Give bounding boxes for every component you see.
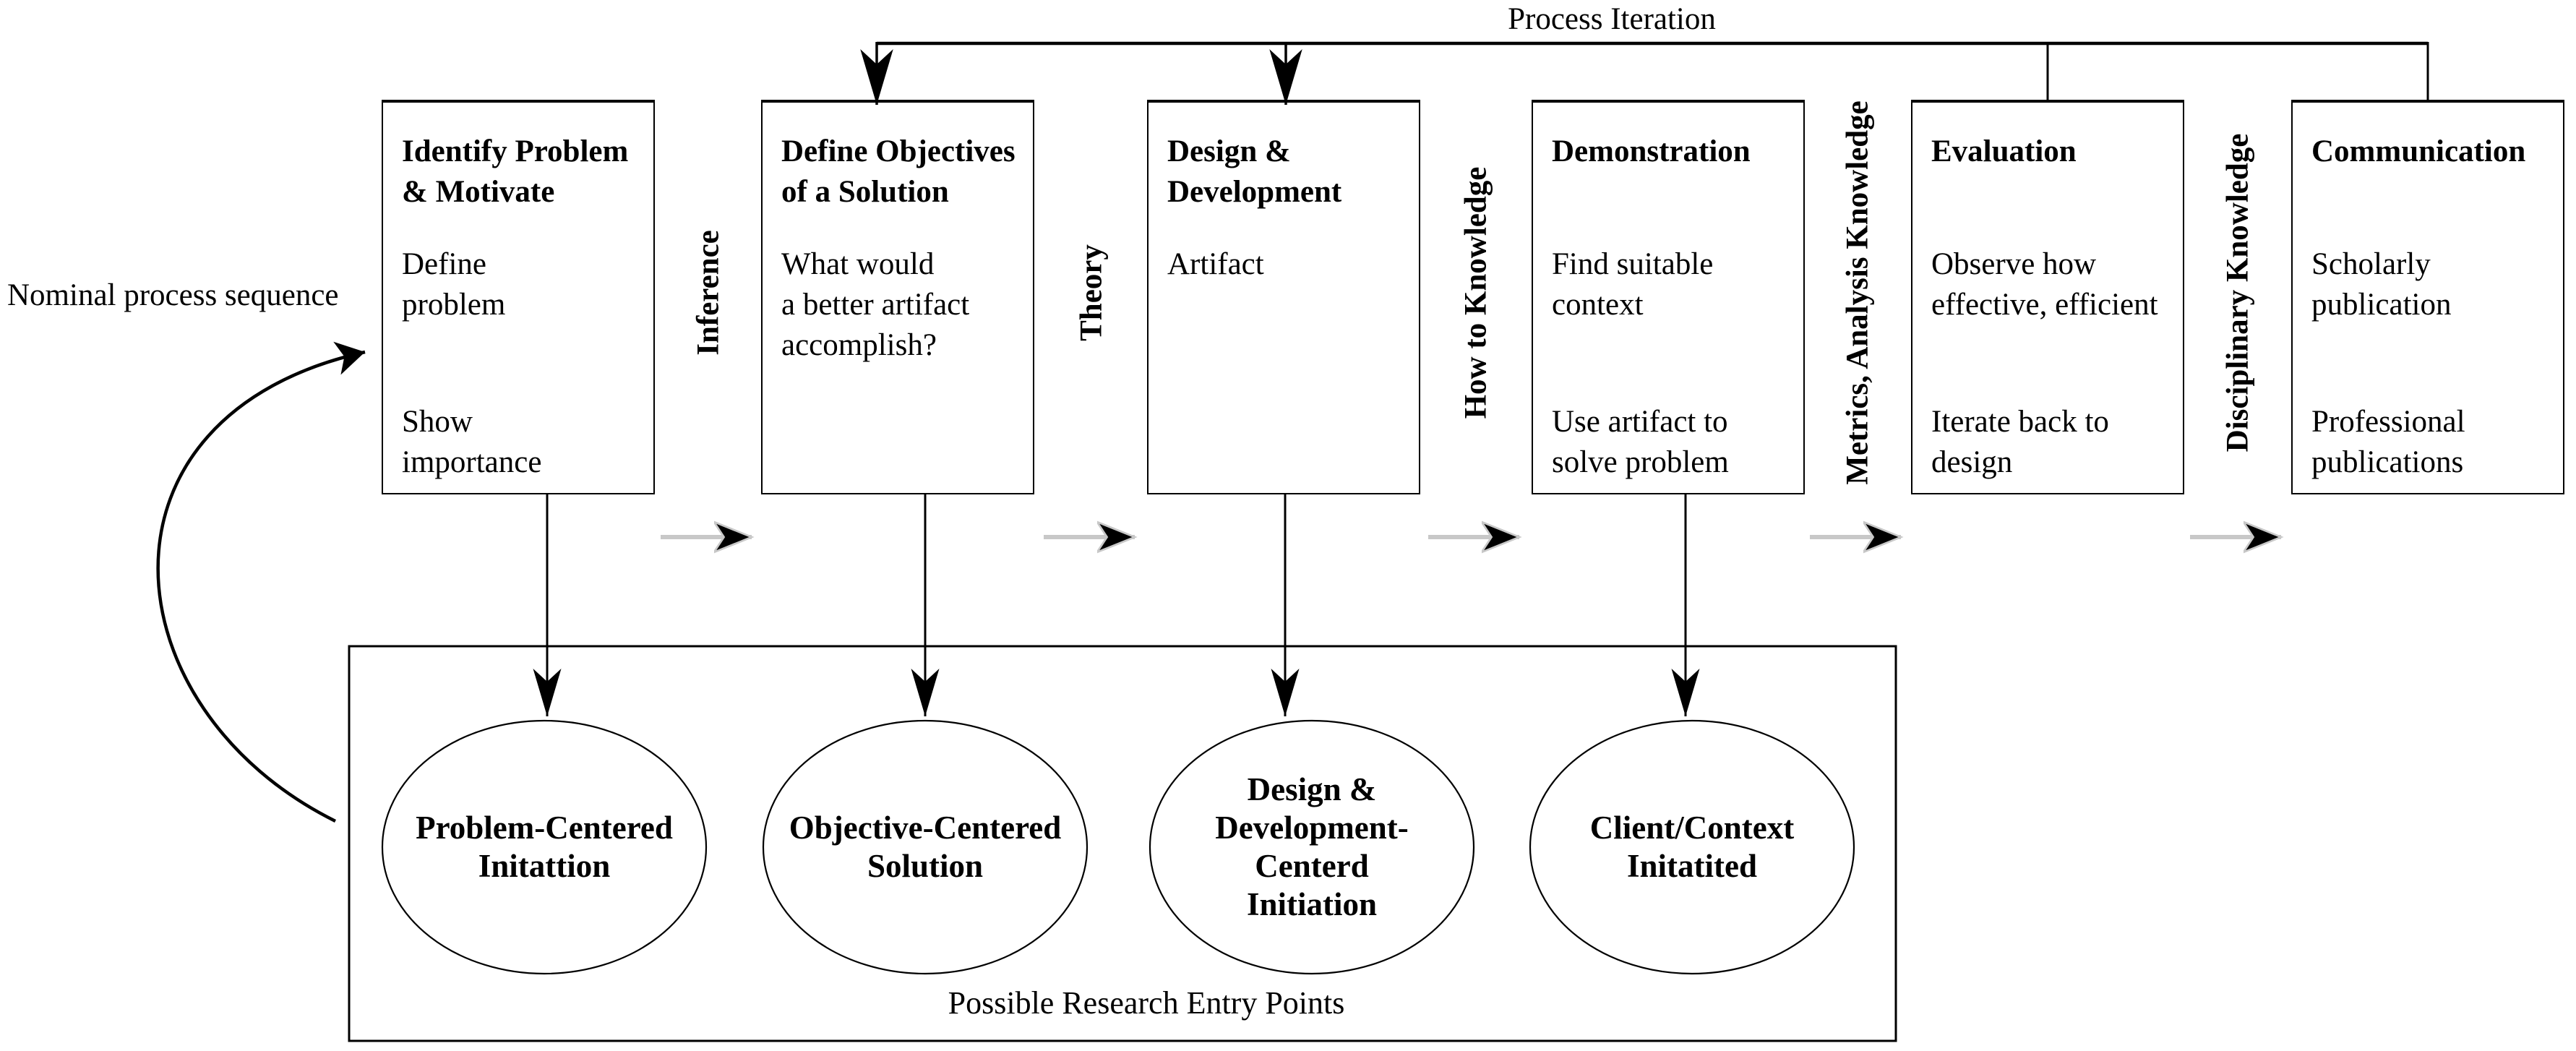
stage-title: Design & Development (1167, 134, 1342, 209)
stage-item: Observe how effective, efficient (1931, 247, 2158, 322)
stage-box-define-objectives: Define Objectives of a Solution What wou… (761, 100, 1034, 494)
knowledge-label-how-to: How to Knowledge (1459, 166, 1493, 419)
entry-points-label: Possible Research Entry Points (948, 985, 1345, 1021)
stage-item: Define problem (402, 247, 506, 322)
stage-title: Demonstration (1552, 134, 1751, 168)
stage-item: Professional publications (2311, 405, 2465, 479)
stage-title: Define Objectives of a Solution (781, 134, 1016, 209)
entry-ellipse-design-development (1149, 719, 1475, 975)
loop-back-arrow (156, 341, 366, 823)
stage-item: Show importance (402, 405, 542, 479)
entry-ellipse-label-objective-centered: Objective-Centered Solution (789, 810, 1062, 884)
stage-box-evaluation: Evaluation Observe how effective, effici… (1911, 100, 2184, 494)
stage-item: Use artifact to solve problem (1552, 405, 1729, 479)
entry-ellipse-label-client-context: Client/Context Initatited (1589, 810, 1795, 884)
entry-ellipse-label-design-development: Design & Development- Centerd Initiation (1215, 771, 1409, 922)
stage-box-communication: Communication Scholarly publication Prof… (2291, 100, 2564, 494)
knowledge-label-disciplinary: Disciplinary Knowledge (2220, 133, 2255, 452)
knowledge-label-inference: Inference (691, 230, 726, 356)
stage-item: Iterate back to design (1931, 405, 2109, 479)
stage-item: Artifact (1167, 247, 1264, 281)
knowledge-label-metrics: Metrics, Analysis Knowledge (1840, 100, 1875, 485)
entry-points-container (348, 645, 1897, 1042)
stage-item: Find suitable context (1552, 247, 1714, 322)
stage-box-design-development: Design & Development Artifact (1147, 100, 1420, 494)
entry-ellipse-objective-centered (762, 719, 1089, 975)
stage-box-demonstration: Demonstration Find suitable context Use … (1532, 100, 1805, 494)
stage-title: Identify Problem & Motivate (402, 134, 629, 209)
stage-title: Communication (2311, 134, 2526, 168)
entry-ellipse-label-problem-centered: Problem-Centered Initattion (416, 810, 673, 884)
entry-ellipse-problem-centered (381, 719, 708, 975)
stage-box-identify-problem: Identify Problem & Motivate Define probl… (382, 100, 655, 494)
knowledge-label-theory: Theory (1074, 244, 1109, 341)
nominal-process-sequence-label: Nominal process sequence (7, 278, 339, 312)
stage-title: Evaluation (1931, 134, 2077, 168)
process-iteration-label: Process Iteration (1508, 2, 1716, 36)
stage-item: What would a better artifact accomplish? (781, 247, 970, 362)
entry-ellipse-client-context (1529, 719, 1855, 975)
stage-item: Scholarly publication (2311, 247, 2452, 322)
